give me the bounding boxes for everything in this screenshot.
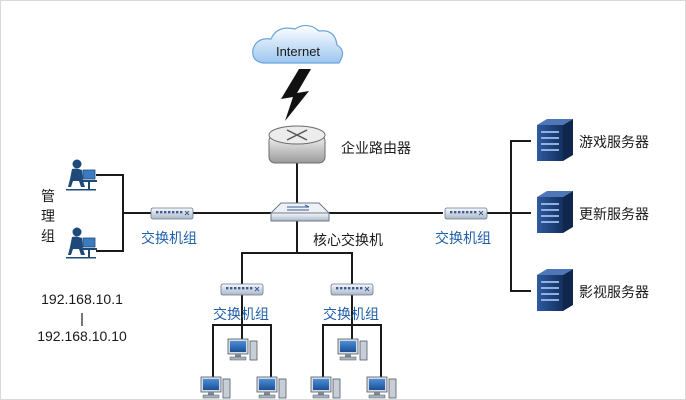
router-label: 企业路由器 [341,140,411,157]
admin-user-icon-2 [65,227,98,259]
game-server-icon [537,119,573,161]
update-server-icon [537,191,573,233]
internet-cloud-icon: Internet [252,24,344,64]
admin-user-icon-1 [65,159,98,191]
lightning-icon [281,69,311,121]
management-group-char-1: 管 [41,189,55,205]
pc-icon [200,376,231,399]
server-label-video: 影视服务器 [579,285,649,301]
pc-icon [227,338,258,361]
links [81,140,531,379]
switch-left-icon [150,207,194,220]
router-icon [268,125,326,164]
video-server-icon [537,269,573,311]
pc-icon [256,376,287,399]
ip-range-start: 192.168.10.1 [41,291,123,307]
core-switch-label: 核心交换机 [313,232,383,249]
ip-range-end: 192.168.10.10 [37,328,127,344]
internet-label: Internet [276,44,320,59]
pc-icon [366,376,397,399]
server-label-game: 游戏服务器 [579,135,649,151]
switch-bottom-right-label: 交换机组 [323,306,379,323]
switch-bottom-right-icon [330,283,374,296]
management-group-char-3: 组 [41,229,55,245]
pc-icon [310,376,341,399]
pc-icon [337,338,368,361]
switch-bottom-left-label: 交换机组 [213,306,269,323]
server-label-update: 更新服务器 [579,207,649,223]
management-group-char-2: 理 [41,209,55,225]
switch-right-icon [444,207,488,220]
switch-bottom-left-icon [220,283,264,296]
switch-left-label: 交换机组 [141,230,197,247]
switch-right-label: 交换机组 [435,230,491,247]
core-switch-icon [269,202,331,222]
